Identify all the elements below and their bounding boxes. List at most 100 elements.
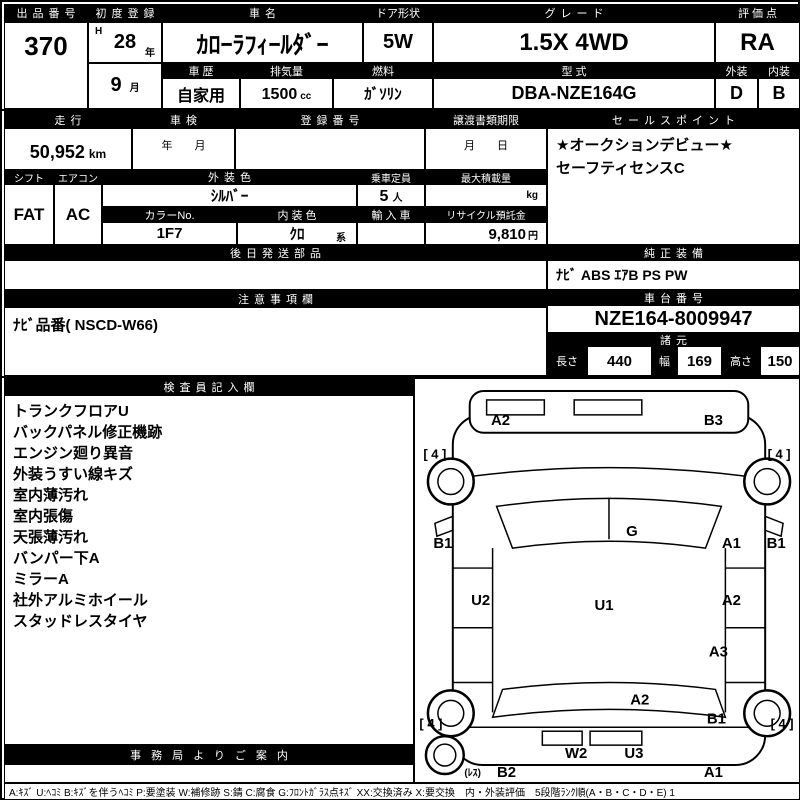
interior-color-suffix: 系 — [336, 233, 346, 244]
capacity-unit: 人 — [392, 193, 403, 204]
transfer-deadline-header: 譲渡書類期限 — [425, 111, 547, 128]
tire-count-label: [ 4 ] — [419, 716, 442, 731]
inspector-note-line: バンパー下A — [13, 550, 100, 567]
height: 150 — [760, 346, 800, 376]
interior-color-header: 内装色 — [237, 207, 357, 222]
shaken-header: 車検 — [132, 111, 235, 128]
damage-label: A2 — [722, 592, 741, 609]
year-unit: 年 — [145, 48, 155, 59]
fuel: ｶﾞｿﾘﾝ — [333, 78, 433, 109]
oem-equipment: ﾅﾋﾞ ABS ｴｱB PS PW — [547, 260, 800, 290]
wheel-front-right-rim — [753, 467, 781, 496]
color-no-header: カラーNo. — [102, 207, 237, 222]
aircon: AC — [54, 184, 102, 245]
grade: 1.5X 4WD — [433, 22, 715, 63]
damage-label: B1 — [707, 710, 726, 727]
length: 440 — [587, 346, 652, 376]
door-shape: 5W — [363, 22, 433, 63]
inspector-note-line: トランクフロアU — [13, 403, 129, 420]
exterior-color-header: 外装色 — [102, 170, 357, 184]
car-name-header: 車名 — [162, 4, 363, 22]
front-bumper — [468, 389, 750, 434]
damage-label: W2 — [565, 745, 587, 762]
tire-count-label: [ 4 ] — [423, 447, 446, 462]
inspector-note-line: バックパネル修正機跡 — [13, 424, 163, 441]
car-name: ｶﾛｰﾗﾌｨｰﾙﾀﾞｰ — [162, 22, 363, 63]
later-parts-field — [4, 260, 547, 290]
fuel-header: 燃料 — [333, 63, 433, 78]
rear-plate-left — [541, 730, 583, 746]
width: 169 — [677, 346, 722, 376]
shift: FAT — [4, 184, 54, 245]
damage-label: A2 — [630, 691, 649, 708]
inspector-notes: トランクフロアU バックパネル修正機跡 エンジン廻り異音 外装うすい線キズ 室内… — [4, 395, 414, 745]
rear-plate-right — [589, 730, 643, 746]
score: RA — [715, 22, 800, 63]
inspector-note-line: ミラーA — [13, 571, 69, 588]
exterior-grade: D — [715, 78, 758, 109]
wheel-rear-right-rim — [753, 699, 781, 727]
displacement-header: 排気量 — [240, 63, 333, 78]
caution-text: ﾅﾋﾞ品番( NSCD-W66) — [4, 307, 547, 376]
first-registration-month: 9 月 — [88, 63, 162, 109]
reg-month: 9 — [110, 74, 122, 96]
registration-number-header: 登録番号 — [235, 111, 425, 128]
recycle-unit: 円 — [528, 231, 538, 242]
inspector-note-line: 社外アルミホイール — [13, 592, 148, 609]
capacity-value: 5 — [379, 188, 389, 205]
score-header: 評価点 — [715, 4, 800, 22]
sales-point-line: セーフティセンスC — [556, 160, 685, 177]
sales-point-header: セールスポイント — [547, 111, 800, 128]
lot-number: 370 — [4, 22, 88, 109]
damage-label: A1 — [704, 764, 723, 781]
shaken-field: 年 月 — [132, 128, 235, 170]
mileage-header: 走行 — [4, 111, 132, 128]
damage-label: U2 — [471, 592, 490, 609]
era-letter: H — [95, 26, 103, 37]
reg-year: 28 — [113, 31, 137, 53]
import-header: 輸入車 — [357, 207, 425, 222]
import-field — [357, 222, 425, 245]
interior-grade-header: 内装 — [758, 63, 800, 78]
damage-label: U3 — [624, 745, 643, 762]
first-registration-header: 初度登録 — [88, 4, 162, 22]
length-header: 長さ — [547, 346, 587, 376]
inspector-note-line: スタッドレスタイヤ — [13, 613, 148, 630]
later-parts-header: 後日発送部品 — [4, 245, 547, 260]
mirror-right — [764, 515, 784, 538]
recycle-deposit: 9,810 円 — [425, 222, 547, 245]
damage-label: G — [626, 523, 638, 540]
registration-number-field — [235, 128, 425, 170]
car-diagram-box: A2 B3 [ 4 ] [ 4 ] B1 G A1 B1 U2 U1 A2 A3… — [414, 378, 800, 783]
recycle-deposit-header: リサイクル預託金 — [425, 207, 547, 222]
grade-header: グレード — [433, 4, 715, 22]
wheel-front-left-rim — [437, 467, 465, 496]
mileage-value: 50,952 — [29, 142, 85, 162]
mirror-left — [434, 515, 454, 538]
section-divider — [2, 109, 798, 111]
aircon-header: エアコン — [54, 170, 102, 184]
chassis-number-header: 車台番号 — [547, 290, 800, 305]
inspector-note-line: 室内薄汚れ — [13, 487, 89, 504]
windshield — [495, 497, 723, 549]
tire-count-label: [ 4 ] — [771, 716, 794, 731]
capacity: 5 人 — [357, 184, 425, 207]
history-header: 車歴 — [162, 63, 240, 78]
transfer-deadline-field: 月 日 — [425, 128, 547, 170]
month-unit: 月 — [129, 83, 140, 94]
spec-header: 諸元 — [547, 333, 800, 346]
front-plate-left — [485, 399, 546, 416]
width-header: 幅 — [652, 346, 677, 376]
exterior-color: ｼﾙﾊﾞｰ — [102, 184, 357, 207]
damage-label: B1 — [433, 535, 452, 552]
rear-window — [491, 681, 727, 719]
displacement: 1500 cc — [240, 78, 333, 109]
displacement-unit: cc — [300, 91, 312, 102]
damage-label: A1 — [722, 535, 741, 552]
height-header: 高さ — [722, 346, 760, 376]
car-diagram: A2 B3 [ 4 ] [ 4 ] B1 G A1 B1 U2 U1 A2 A3… — [419, 389, 794, 781]
hood-line — [469, 466, 749, 478]
displacement-value: 1500 — [261, 86, 298, 103]
tire-count-label: [ 4 ] — [768, 447, 791, 462]
recycle-value: 9,810 — [488, 226, 526, 243]
